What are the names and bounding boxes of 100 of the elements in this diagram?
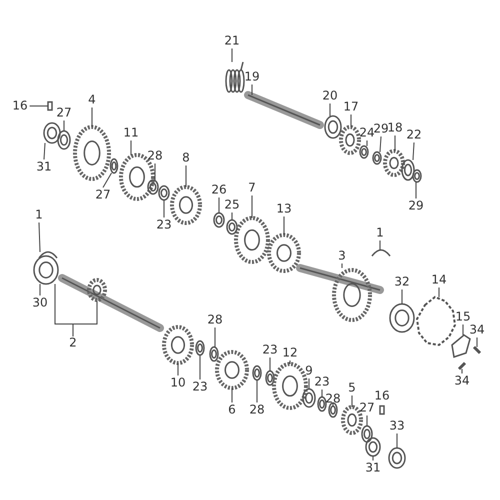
- leader-line: [38, 222, 40, 252]
- callout-number: 9: [305, 364, 313, 378]
- leader-line: [332, 402, 334, 407]
- callout-number: 10: [170, 376, 186, 390]
- callout-number: 28: [147, 150, 163, 162]
- ring: [147, 179, 159, 195]
- ring: [389, 303, 415, 333]
- callout-number: 22: [406, 128, 422, 142]
- ring: [302, 388, 316, 408]
- callout-number: 28: [325, 392, 341, 406]
- callout-number: 33: [389, 420, 405, 432]
- ring: [365, 437, 381, 457]
- shaft: [58, 274, 164, 332]
- ring: [372, 151, 382, 165]
- shaft: [296, 264, 384, 322]
- callout-number: 28: [249, 404, 265, 416]
- ring: [324, 115, 342, 139]
- callout-number: 26: [211, 184, 227, 196]
- ring: [252, 365, 262, 381]
- ring: [328, 402, 338, 418]
- gear: [73, 125, 111, 181]
- ring: [57, 130, 71, 150]
- leader-line: [214, 327, 216, 348]
- ring: [265, 370, 275, 386]
- callout-number: 1: [376, 226, 384, 240]
- callout-number: 5: [348, 382, 356, 394]
- callout-number: 23: [156, 218, 172, 232]
- callout-number: 24: [359, 126, 375, 140]
- bolt: [458, 362, 466, 370]
- ring: [158, 185, 170, 201]
- callout-number: 21: [224, 34, 240, 48]
- ring: [359, 145, 369, 159]
- leader-line: [44, 142, 46, 160]
- callout-number: 11: [123, 126, 139, 140]
- gear: [170, 185, 202, 225]
- gear: [162, 325, 194, 365]
- leader-line: [102, 172, 112, 188]
- pin: [47, 101, 53, 111]
- leader-line: [462, 324, 464, 336]
- callout-number: 17: [343, 100, 359, 114]
- callout-number: 23: [314, 376, 330, 388]
- ring: [401, 159, 415, 181]
- ring: [388, 447, 406, 469]
- bolt: [472, 346, 482, 354]
- leader-line: [476, 337, 478, 348]
- callout-number: 16: [12, 100, 28, 112]
- callout-number: 8: [182, 152, 190, 164]
- ring: [213, 212, 225, 228]
- leader-line: [130, 140, 132, 156]
- spring: [225, 62, 245, 93]
- callout-number: 4: [88, 94, 96, 106]
- callout-number: 32: [394, 276, 410, 288]
- leader-line: [412, 142, 414, 160]
- callout-number: 18: [387, 122, 403, 134]
- sprocket: [416, 296, 456, 346]
- callout-number: 13: [276, 202, 292, 216]
- callout-number: 27: [56, 106, 72, 120]
- ring: [43, 122, 61, 144]
- leader-line: [380, 136, 382, 152]
- ring: [412, 169, 422, 183]
- callout-number: 30: [32, 296, 48, 310]
- callout-number: 25: [224, 198, 240, 212]
- ring: [317, 396, 327, 412]
- ring: [195, 340, 205, 356]
- callout-number: 15: [455, 310, 471, 324]
- leader-line: [394, 135, 396, 152]
- callout-number: 34: [469, 324, 485, 336]
- callout-number: 29: [373, 122, 389, 136]
- clip: [371, 249, 391, 256]
- shaft: [244, 91, 324, 129]
- callout-number: 16: [374, 390, 390, 402]
- ring: [226, 219, 238, 235]
- leader-line: [218, 197, 220, 214]
- leader-line: [372, 456, 374, 461]
- callout-number: 31: [36, 160, 52, 174]
- callout-number: 19: [244, 70, 260, 84]
- leader-line: [154, 163, 156, 180]
- leader-line: [256, 380, 258, 403]
- callout-number: 7: [248, 182, 256, 194]
- leader-line: [308, 378, 310, 390]
- leader-line: [396, 433, 398, 448]
- clip: [38, 251, 58, 258]
- leader-line: [366, 140, 368, 146]
- plate: [451, 334, 471, 358]
- callout-number: 27: [95, 188, 111, 202]
- callout-number: 29: [408, 200, 424, 212]
- callout-number: 23: [192, 380, 208, 394]
- callout-number: 3: [338, 250, 346, 262]
- leader-line: [350, 114, 352, 128]
- callout-number: 31: [365, 462, 381, 474]
- callout-number: 28: [207, 314, 223, 326]
- gear: [339, 125, 361, 155]
- leader-line: [438, 287, 440, 298]
- callout-number: 27: [359, 402, 375, 414]
- ring: [209, 346, 219, 362]
- callout-number: 34: [454, 374, 470, 388]
- gear: [215, 350, 249, 390]
- callout-number: 20: [322, 90, 338, 102]
- ring: [33, 255, 59, 285]
- callout-number: 6: [228, 404, 236, 416]
